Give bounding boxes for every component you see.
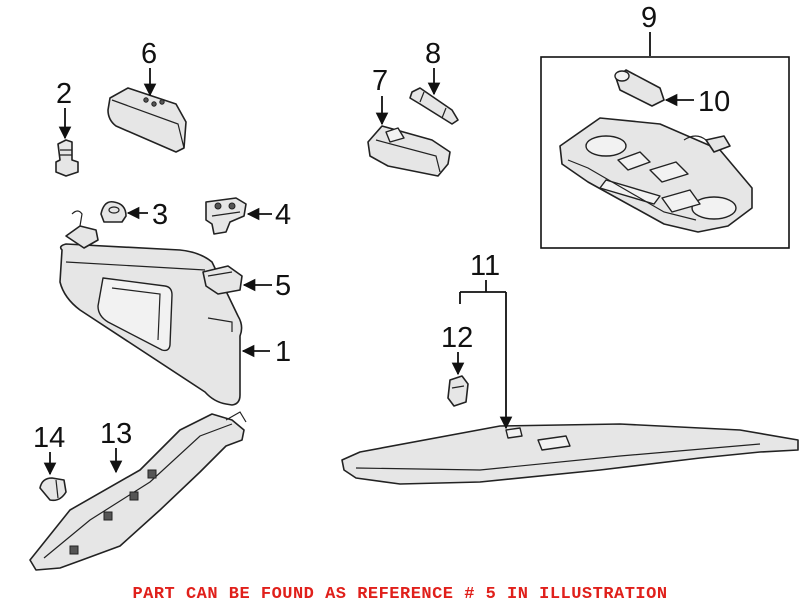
callout-number-2: 2 — [56, 78, 72, 110]
callout-number-8: 8 — [425, 38, 441, 70]
callout-5: 5 — [242, 270, 291, 302]
dome-bulb-part — [614, 69, 665, 107]
bulb-part — [409, 87, 459, 125]
overhead-console-part — [559, 117, 753, 233]
bolt-part — [55, 139, 79, 177]
callout-number-12: 12 — [441, 322, 473, 354]
connector-part — [683, 135, 731, 153]
bracket-part — [205, 197, 247, 235]
callout-12: 12 — [441, 322, 473, 376]
reference-note: PART CAN BE FOUND AS REFERENCE # 5 IN IL… — [132, 585, 668, 604]
callout-number-4: 4 — [275, 199, 291, 231]
callout-13: 13 — [100, 418, 132, 474]
roof-trim-part — [341, 423, 799, 485]
retainer-clip-part — [447, 375, 469, 407]
callout-11: 11 — [459, 250, 513, 430]
callout-6: 6 — [141, 38, 157, 97]
clip-part — [100, 200, 127, 223]
callout-3: 3 — [126, 199, 168, 231]
wedge-bulb-part — [39, 477, 67, 502]
callout-14: 14 — [33, 422, 65, 476]
cover-part — [202, 265, 243, 295]
pillar-trim-part — [29, 411, 247, 571]
vanity-mirror-part — [107, 87, 187, 153]
callout-8: 8 — [425, 38, 441, 96]
sun-visor-part — [59, 210, 243, 406]
callout-number-10: 10 — [698, 86, 730, 118]
callout-number-3: 3 — [152, 199, 168, 231]
callout-number-5: 5 — [275, 270, 291, 302]
callout-number-6: 6 — [141, 38, 157, 70]
callout-2: 2 — [56, 78, 72, 140]
lamp-housing-part — [367, 125, 451, 177]
callout-1: 1 — [241, 336, 291, 368]
callout-number-1: 1 — [275, 336, 291, 368]
callout-7: 7 — [372, 65, 389, 126]
callout-10: 10 — [664, 86, 730, 118]
callout-number-7: 7 — [372, 65, 388, 97]
console-group-box — [540, 56, 790, 249]
callout-number-11: 11 — [470, 250, 500, 282]
callout-number-9: 9 — [641, 2, 657, 34]
callout-number-14: 14 — [33, 422, 65, 454]
callout-9: 9 — [641, 2, 657, 56]
callout-number-13: 13 — [100, 418, 132, 450]
callout-4: 4 — [246, 199, 291, 231]
